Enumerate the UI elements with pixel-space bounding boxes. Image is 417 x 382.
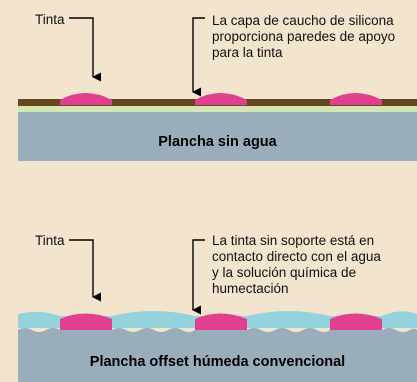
ink-dot <box>60 325 112 330</box>
ink-dot <box>330 93 382 105</box>
ink-dot <box>60 93 112 105</box>
ink-dot <box>330 325 382 330</box>
offset-plate-title: Plancha offset húmeda convencional <box>89 354 346 370</box>
ink-dot <box>195 325 247 330</box>
ink-dot <box>195 313 247 325</box>
annotation-line: y la solución química de <box>212 265 357 280</box>
base-layer <box>18 105 417 112</box>
annotation-line: contacto directo con el agua <box>212 249 381 264</box>
waterless-plate <box>18 111 417 161</box>
silicone-layer-annotation: La capa de caucho de silicona proporcion… <box>212 13 395 61</box>
annotation-line: La capa de caucho de silicona <box>212 13 394 28</box>
water-contact-annotation: La tinta sin soporte está en contacto di… <box>212 233 381 297</box>
annotation-line: humectación <box>212 281 289 296</box>
ink-label: Tinta <box>35 12 65 27</box>
ink-dot <box>330 313 382 325</box>
waterless-plate-title: Plancha sin agua <box>158 134 277 150</box>
silicone-annotation-connector <box>192 17 205 97</box>
ink-label: Tinta <box>35 233 65 248</box>
offset-plate-group <box>18 239 417 382</box>
waterless-plate-group <box>18 17 417 161</box>
offset-plate <box>18 328 417 382</box>
ink-label-connector <box>69 239 101 302</box>
water-annotation-connector <box>192 239 205 315</box>
ink-dot <box>60 313 112 325</box>
annotation-line: La tinta sin soporte está en <box>212 233 375 248</box>
ink-dot <box>195 93 247 105</box>
annotation-line: proporciona paredes de apoyo <box>212 29 396 44</box>
ink-label-connector <box>69 17 101 82</box>
annotation-line: para la tinta <box>212 45 283 60</box>
